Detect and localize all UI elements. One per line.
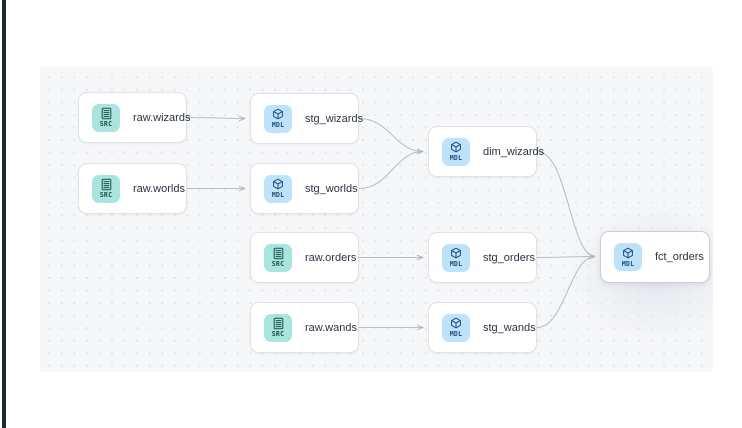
database-icon [101,178,112,191]
edge-dim-wizards-to-fct-orders [536,150,595,257]
graph-node-raw-worlds[interactable]: SRC raw.worlds [78,163,187,214]
node-label: stg_wands [483,321,536,334]
node-label: dim_wizards [483,145,545,158]
node-type-badge-mdl: MDL [264,174,292,203]
node-label: stg_orders [483,251,535,264]
badge-label: MDL [449,260,463,269]
edge-stg-orders-to-fct-orders [536,257,595,258]
cube-icon [622,247,634,260]
badge-label: MDL [621,259,635,268]
edge-stg-wizards-to-dim-wizards [358,117,423,152]
badge-label: MDL [449,330,463,339]
graph-node-stg-wizards[interactable]: MDL stg_wizards [250,93,363,144]
graph-node-stg-worlds[interactable]: MDL stg_worlds [250,163,359,214]
cube-icon [450,141,462,154]
node-type-badge-mdl: MDL [614,243,642,271]
badge-label: SRC [99,191,113,200]
badge-label: MDL [449,154,463,163]
badge-label: MDL [271,191,285,200]
graph-node-dim-wizards[interactable]: MDL dim_wizards [428,126,544,177]
node-type-badge-mdl: MDL [442,243,470,272]
graph-node-stg-orders[interactable]: MDL stg_orders [428,232,537,283]
graph-node-stg-wands[interactable]: MDL stg_wands [428,302,537,353]
badge-label: SRC [271,260,285,269]
badge-label: SRC [271,330,285,339]
badge-label: SRC [99,120,113,129]
node-label: raw.worlds [133,182,185,195]
graph-node-raw-wizards[interactable]: SRC raw.wizards [78,92,191,143]
node-type-badge-mdl: MDL [442,313,470,342]
node-label: stg_worlds [305,182,358,195]
node-label: raw.wands [305,321,357,334]
node-type-badge-mdl: MDL [442,137,470,166]
node-type-badge-mdl: MDL [264,104,292,133]
edge-raw-wizards-to-stg-wizards [186,118,245,119]
node-type-badge-src: SRC [264,243,292,272]
database-icon [101,107,112,120]
edge-stg-worlds-to-dim-wizards [358,152,423,190]
node-type-badge-src: SRC [92,174,120,203]
cube-icon [450,247,462,260]
badge-label: MDL [271,121,285,130]
cube-icon [450,317,462,330]
node-label: fct_orders [655,251,704,263]
cube-icon [272,178,284,191]
lineage-graph-canvas[interactable]: SRC raw.wizards SRC raw.worlds [40,67,713,372]
database-icon [273,247,284,260]
node-label: raw.orders [305,251,357,264]
cube-icon [272,108,284,121]
database-icon [273,317,284,330]
graph-node-fct-orders[interactable]: MDL fct_orders [600,231,710,283]
node-type-badge-src: SRC [264,313,292,342]
edge-stg-wands-to-fct-orders [536,257,595,329]
left-accent-rail [2,0,6,428]
node-label: raw.wizards [133,111,191,124]
graph-node-raw-orders[interactable]: SRC raw.orders [250,232,359,283]
node-label: stg_wizards [305,112,364,125]
graph-node-raw-wands[interactable]: SRC raw.wands [250,302,359,353]
node-type-badge-src: SRC [92,103,120,132]
